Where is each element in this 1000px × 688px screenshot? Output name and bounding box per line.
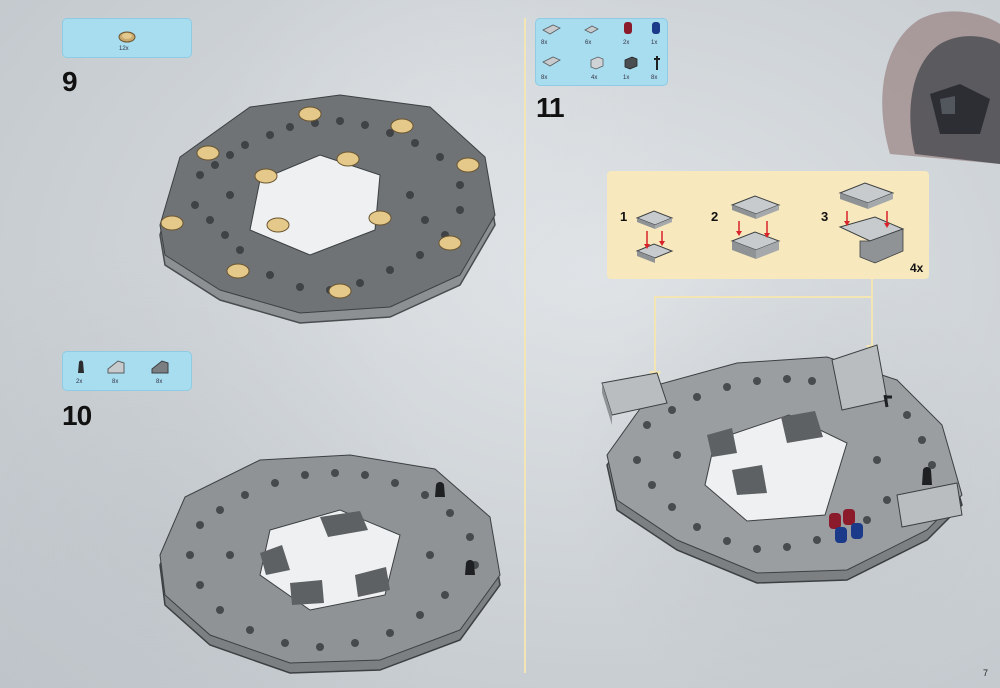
step11-assembly [601, 344, 963, 584]
minifig-heads-group [829, 509, 863, 543]
step9-baseplate-assembly [159, 94, 496, 324]
part-qty: 8x [541, 40, 548, 46]
step-number-10: 10 [62, 400, 92, 431]
page-number: 7 [982, 668, 988, 678]
plate-2x2-icon [584, 25, 599, 34]
step-number-9: 9 [62, 66, 78, 97]
part-qty: 8x [112, 379, 119, 385]
slope-icon [107, 360, 125, 374]
substep-number-3: 3 [821, 209, 829, 224]
page-divider [524, 18, 526, 673]
substep-2-illustration [730, 195, 781, 259]
part-qty: 8x [156, 379, 163, 385]
part-qty: 1x [651, 40, 658, 46]
substep-1-illustration [635, 210, 674, 263]
part-qty: 2x [76, 379, 83, 385]
antenna-icon [654, 56, 660, 70]
cone-icon [78, 360, 84, 373]
part-qty: 6x [585, 40, 592, 46]
part-qty: 2x [623, 40, 630, 46]
brick-1x2-icon [590, 56, 604, 70]
substep-3-illustration [838, 182, 905, 264]
brick-1x2-dark-icon [624, 56, 638, 70]
round-tile-icon [118, 31, 136, 43]
step10-baseplate-assembly [159, 454, 501, 674]
part-qty: 4x [591, 75, 598, 81]
subassembly-callout: 1 2 3 4x [607, 171, 929, 279]
part-qty: 8x [651, 75, 658, 81]
substep-number-1: 1 [620, 209, 628, 224]
plate-2x4-icon [542, 24, 561, 35]
step-number-11: 11 [536, 92, 565, 123]
substep-number-2: 2 [711, 209, 719, 224]
minifig-head-red-icon [624, 22, 632, 34]
part-qty: 8x [541, 75, 548, 81]
step9-parts-box: 12x [62, 18, 192, 58]
step10-parts-box: 2x 8x 8x [62, 351, 192, 391]
slope-dark-icon [151, 360, 169, 374]
part-qty: 12x [119, 46, 129, 52]
part-qty: 1x [623, 75, 630, 81]
subassembly-multiplier: 4x [910, 261, 924, 275]
step11-parts-box: 8x 6x 2x 1x 8x 4x 1x 8x [535, 18, 668, 86]
plate-2x3-icon [542, 56, 561, 67]
minifig-head-blue-icon [652, 22, 660, 34]
vader-helmet-icon [882, 11, 1000, 164]
